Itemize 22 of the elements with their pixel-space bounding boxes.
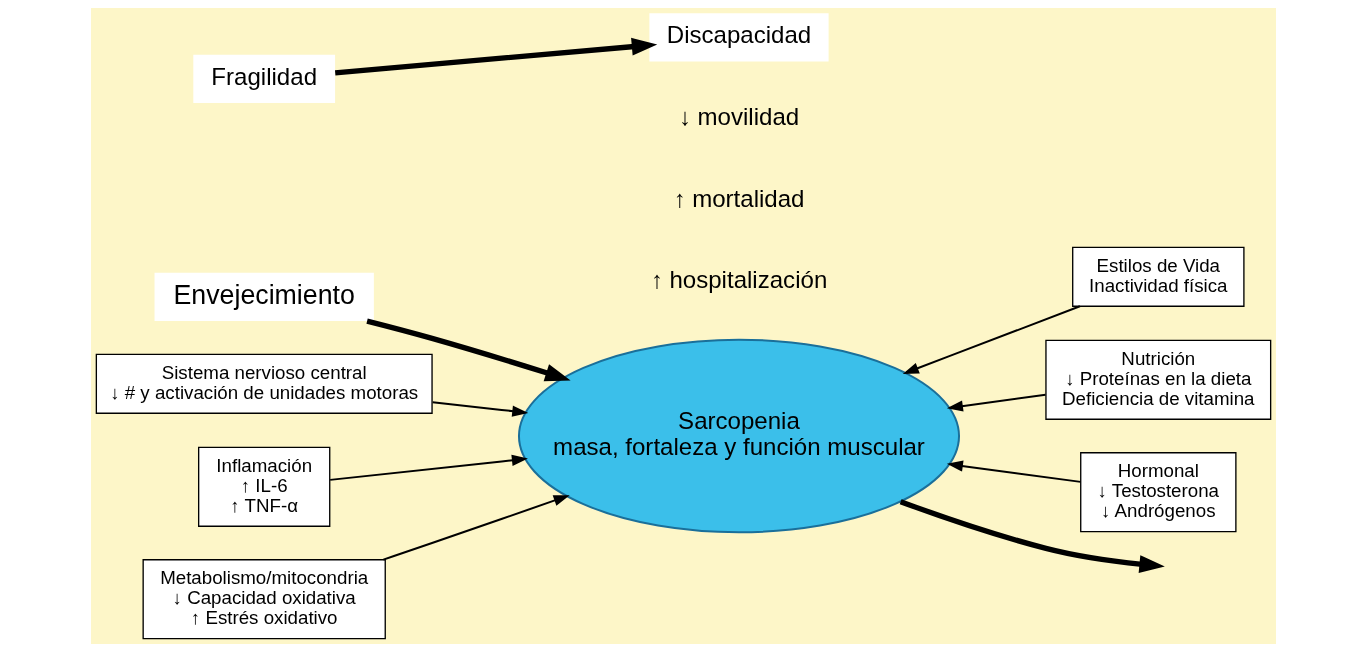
node-ellipse: Sarcopenia masa, fortaleza y función muscular [517,338,961,534]
arrow [383,495,570,561]
arrow [335,37,658,76]
node-box: Fragilidad [193,54,336,103]
arrow [330,454,528,481]
node-box: Nutrición ↓ Proteínas en la dieta Deficiencia de vitamina [1045,339,1272,420]
arrow [902,305,1081,374]
node-box: Sistema nervioso central ↓ # y activación de unidades motoras [95,353,433,414]
arrow [946,393,1046,412]
label: ↑ mortalidad [673,184,805,212]
arrow [946,460,1081,483]
arrow [899,499,1165,573]
node-box: Hormonal ↓ Testosterona ↓ Andrógenos [1080,452,1237,533]
arrow [432,401,529,417]
node-box: Envejecimiento [154,272,374,321]
node-box: Inflamación ↑ IL-6 ↑ TNF-α [198,446,331,527]
arrow [366,318,571,382]
label: ↑ hospitalización [650,266,828,294]
node-box: Metabolismo/mitocondria ↓ Capacidad oxidativa ↑ Estrés oxidativo [142,559,386,640]
label: ↓ movilidad [678,102,800,130]
node-box: Estilos de Vida Inactividad física [1072,246,1245,307]
node-box: Discapacidad [649,13,829,62]
